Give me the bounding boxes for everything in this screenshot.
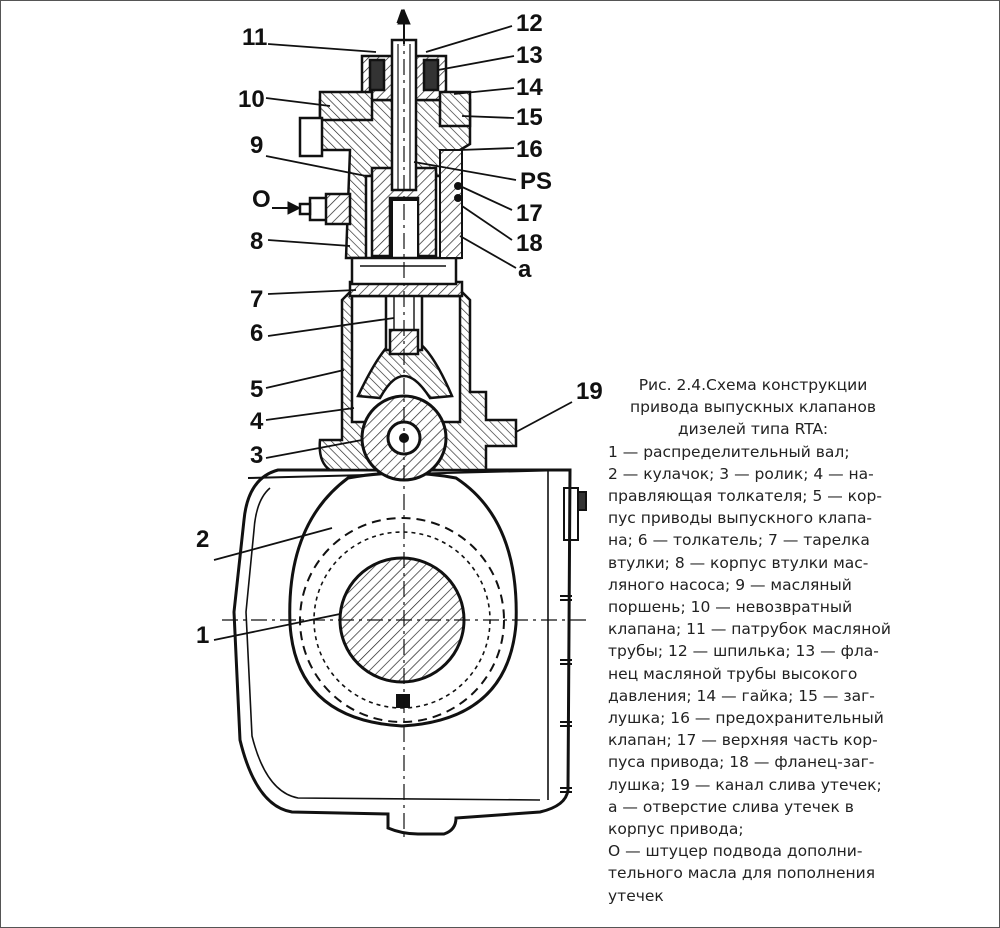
caption-title-line: привода выпускных клапанов bbox=[630, 398, 876, 417]
caption-line: 1 — распределительный вал; bbox=[608, 442, 850, 461]
label-15: 15 bbox=[516, 104, 543, 131]
label-1: 1 bbox=[196, 622, 210, 649]
label-2: 2 bbox=[196, 526, 210, 553]
caption-line: ляного насоса; 9 — масляный bbox=[608, 575, 852, 594]
label-9: 9 bbox=[250, 132, 264, 159]
caption-line: на; 6 — толкатель; 7 — тарелка bbox=[608, 531, 870, 550]
housing-inner-line bbox=[245, 470, 549, 801]
label-18: 18 bbox=[516, 230, 543, 257]
label-3: 3 bbox=[250, 442, 264, 469]
caption-line: трубы; 12 — шпилька; 13 — фла- bbox=[608, 642, 879, 661]
label-O: O bbox=[252, 186, 271, 213]
label-13: 13 bbox=[516, 42, 543, 69]
side-flange bbox=[560, 487, 587, 793]
caption-line: 2 — кулачок; 3 — ролик; 4 — на- bbox=[608, 464, 874, 483]
label-17: 17 bbox=[516, 200, 543, 227]
label-PS: PS bbox=[520, 168, 553, 195]
label-7: 7 bbox=[250, 286, 264, 313]
caption-line: корпус привода; bbox=[608, 820, 744, 839]
flow-arrows bbox=[272, 8, 411, 215]
caption-line: тельного масла для пополнения bbox=[608, 864, 876, 883]
caption-title-line: дизелей типа RTA: bbox=[677, 420, 829, 439]
caption-title-line: Рис. 2.4.Схема конструкции bbox=[638, 376, 868, 394]
centerlines bbox=[222, 30, 590, 840]
caption-line: утечек bbox=[608, 886, 664, 905]
label-a: a bbox=[518, 256, 532, 283]
label-A: A bbox=[396, 7, 410, 28]
caption-line: О — штуцер подвода дополни- bbox=[608, 842, 863, 861]
caption-line: клапана; 11 — патрубок масляной bbox=[608, 620, 891, 639]
leader-lines bbox=[213, 25, 573, 641]
caption-line: лушка; 19 — канал слива утечек; bbox=[608, 775, 882, 794]
label-6: 6 bbox=[250, 320, 264, 347]
caption-line: поршень; 10 — невозвратный bbox=[608, 598, 853, 617]
caption-title: Рис. 2.4.Схема конструкции привода выпус… bbox=[608, 374, 898, 441]
caption-line: а — отверстие слива утечек в bbox=[608, 797, 854, 816]
caption-line: пус приводы выпускного клапа- bbox=[608, 509, 873, 528]
caption-body: 1 — распределительный вал; 2 — кулачок; … bbox=[608, 441, 898, 907]
label-16: 16 bbox=[516, 136, 543, 163]
caption-line: клапан; 17 — верхняя часть кор- bbox=[608, 731, 878, 750]
caption-line: лушка; 16 — предохранительный bbox=[608, 709, 884, 728]
label-10: 10 bbox=[238, 86, 265, 113]
figure-caption: Рис. 2.4.Схема конструкции привода выпус… bbox=[608, 374, 898, 907]
caption-line: правляющая толкателя; 5 — кор- bbox=[608, 487, 882, 506]
label-5: 5 bbox=[250, 376, 264, 403]
label-12: 12 bbox=[516, 10, 543, 37]
label-14: 14 bbox=[516, 74, 543, 101]
label-4: 4 bbox=[250, 408, 264, 435]
label-8: 8 bbox=[250, 228, 264, 255]
right-side-parts bbox=[439, 149, 463, 259]
caption-line: давления; 14 — гайка; 15 — заг- bbox=[608, 686, 875, 705]
caption-line: нец масляной трубы высокого bbox=[608, 664, 858, 683]
caption-line: пуса привода; 18 — фланец-заг- bbox=[608, 753, 875, 772]
inlet-fitting bbox=[298, 192, 352, 226]
label-11: 11 bbox=[242, 24, 268, 51]
caption-line: втулки; 8 — корпус втулки мас- bbox=[608, 553, 869, 572]
label-19: 19 bbox=[576, 378, 603, 405]
